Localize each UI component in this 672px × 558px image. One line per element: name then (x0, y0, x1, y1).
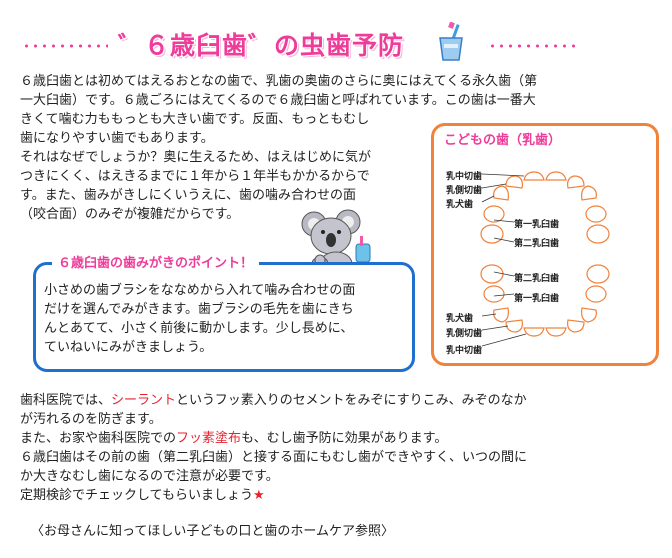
kids-teeth-box (431, 123, 659, 366)
cup-toothbrush-icon (439, 22, 463, 61)
bottom-line: ６歳臼歯はその前の歯（第二乳臼歯）と接する面にもむし歯ができやすく、いつの間に (20, 450, 528, 465)
star-icon: ★ (252, 488, 265, 503)
bottom-line: 定期検診でチェックしてもらいましょう★ (20, 486, 265, 505)
tooth-label-lower-second-molar: 第二乳臼歯 (514, 274, 560, 284)
tooth-label-upper-second-molar: 第二乳臼歯 (514, 239, 560, 249)
intro-line: 歯になりやすい歯でもあります。 (20, 131, 214, 146)
intro-line: す。また、歯みがきしにくいうえに、歯の噛み合わせの面 (20, 188, 357, 203)
tooth-label-upper-lateral: 乳側切歯 (446, 186, 483, 196)
tooth-label-lower-central: 乳中切歯 (446, 346, 483, 356)
source-citation: 〈お母さんに知ってほしい子どもの口と歯のホームケア参照〉 (31, 524, 394, 539)
bottom-line: 歯科医院では、シーラントというフッ素入りのセメントをみぞにすりこみ、みぞのなか (20, 391, 527, 410)
tooth-label-upper-canine: 乳犬歯 (446, 200, 474, 210)
brushing-tips-title: ６歳臼歯の歯みがきのポイント！ (52, 252, 260, 271)
text-run: 歯科医院では、 (20, 393, 112, 408)
tips-line: だけを選んでみがきます。歯ブラシの毛先を歯にきち (44, 302, 354, 317)
text-run: も、むし歯予防に効果があります。 (241, 431, 448, 446)
intro-line: きくて噛む力ももっとも大きい歯です。反面、もっともむし (20, 112, 370, 127)
text-run: というフッ素入りのセメントをみぞにすりこみ、みぞのなか (176, 393, 527, 408)
fluoride-highlight: フッ素塗布 (176, 431, 242, 446)
brushing-tips-text: 小さめの歯ブラシをななめから入れて噛み合わせの面 だけを選んでみがきます。歯ブラ… (44, 281, 355, 357)
text-run: また、お家や歯科医院での (20, 431, 177, 446)
intro-line: つきにくく、はえきるまでに１年から１年半もかかるからで (20, 169, 370, 184)
intro-line: 一大臼歯）です。６歳ごろにはえてくるので６歳臼歯と呼ばれています。この歯は一番大 (20, 93, 536, 108)
intro-line: ６歳臼歯とは初めてはえるおとなの歯で、乳歯の奥歯のさらに奥にはえてくる永久歯（第 (20, 74, 538, 89)
text-run: 定期検診でチェックしてもらいましょう (20, 488, 253, 503)
left-dotted-rule (22, 44, 108, 48)
tooth-label-lower-canine: 乳犬歯 (446, 314, 474, 324)
sealant-highlight: シーラント (111, 393, 177, 408)
bottom-line: が汚れるのを防ぎます。 (20, 412, 162, 427)
page-title: ゛６歳臼歯゛の虫歯予防 (118, 26, 418, 62)
tooth-label-lower-lateral: 乳側切歯 (446, 329, 483, 339)
page-title-text: ゛６歳臼歯゛の虫歯予防 (118, 31, 405, 60)
right-dotted-rule (488, 44, 580, 48)
tips-line: ていねいにみがきましょう。 (44, 340, 213, 355)
intro-line: それはなぜでしょうか？奥に生えるため、はえはじめに気が (20, 150, 372, 165)
intro-line: （咬合面）のみぞが複雑だからです。 (20, 207, 240, 222)
bottom-line: また、お家や歯科医院でのフッ素塗布も、むし歯予防に効果があります。 (20, 429, 447, 448)
tooth-label-upper-central: 乳中切歯 (446, 172, 483, 182)
tips-line: 小さめの歯ブラシをななめから入れて噛み合わせの面 (44, 283, 356, 298)
tooth-label-upper-first-molar: 第一乳臼歯 (514, 220, 560, 230)
kids-teeth-title: こどもの歯（乳歯） (444, 133, 562, 148)
bottom-line: か大きなむし歯になるので注意が必要です。 (20, 469, 279, 484)
teeth-diagram (480, 171, 610, 347)
tooth-label-lower-first-molar: 第一乳臼歯 (514, 294, 560, 304)
tips-line: んとあてて、小さく前後に動かします。少し長めに、 (44, 321, 354, 336)
